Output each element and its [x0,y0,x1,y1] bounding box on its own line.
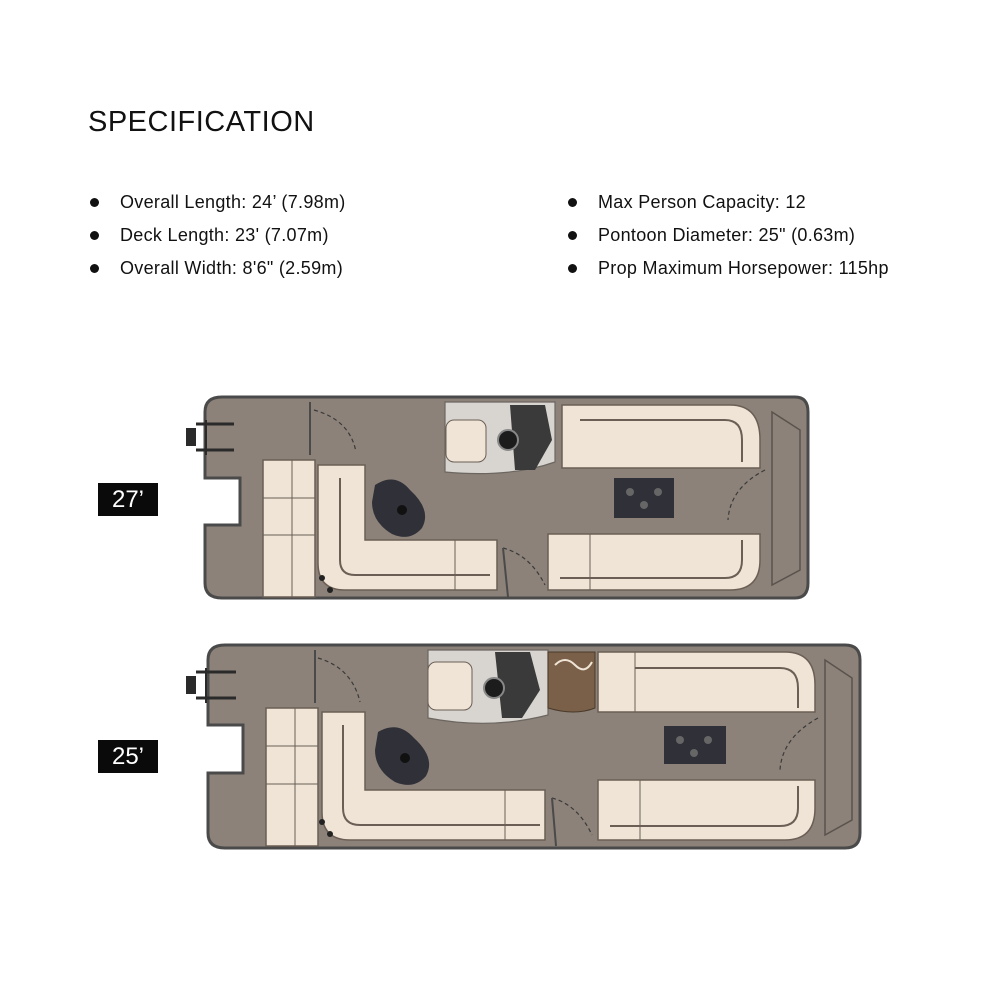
bullet-icon [90,198,99,207]
ladder-icon [186,420,234,455]
spec-item: Pontoon Diameter: 25" (0.63m) [566,219,889,252]
spec-item: Overall Width: 8'6" (2.59m) [88,252,346,285]
bullet-icon [568,264,577,273]
spec-text: Overall Length: 24’ (7.98m) [120,192,346,212]
spec-list-left: Overall Length: 24’ (7.98m) Deck Length:… [88,186,346,285]
floorplan-27 [186,395,810,600]
spec-text: Deck Length: 23' (7.07m) [120,225,329,245]
front-table-icon [664,726,726,764]
spec-text: Prop Maximum Horsepower: 115hp [598,258,889,278]
bullet-icon [568,198,577,207]
bullet-icon [90,231,99,240]
rear-lounge-27 [262,459,316,598]
spec-list-right: Max Person Capacity: 12 Pontoon Diameter… [566,186,889,285]
spec-text: Overall Width: 8'6" (2.59m) [120,258,343,278]
spec-heading: SPECIFICATION [88,106,315,138]
spec-item: Deck Length: 23' (7.07m) [88,219,346,252]
seat-front-bottom-27 [547,533,761,591]
seat-rear-l-27 [317,464,498,591]
cooler-icon [547,651,596,713]
spec-item: Overall Length: 24’ (7.98m) [88,186,346,219]
seat-front-bottom-25 [597,779,816,841]
size-label-27: 27’ [98,483,158,516]
spec-item: Max Person Capacity: 12 [566,186,889,219]
floorplan-25 [186,643,862,850]
spec-text: Pontoon Diameter: 25" (0.63m) [598,225,856,245]
bullet-icon [568,231,577,240]
bow-panel-27 [771,410,801,587]
spec-item: Prop Maximum Horsepower: 115hp [566,252,889,285]
seat-rear-l-25 [321,711,546,841]
seat-front-top-25 [597,651,816,713]
seat-front-top-27 [561,404,761,469]
spec-text: Max Person Capacity: 12 [598,192,806,212]
rear-lounge-25 [265,707,319,847]
ladder-icon [186,668,236,703]
front-table-icon [614,478,674,518]
steering-wheel-icon [510,405,552,470]
size-label-25: 25’ [98,740,158,773]
bullet-icon [90,264,99,273]
steering-wheel-icon [495,652,540,718]
bow-panel-25 [824,658,853,837]
